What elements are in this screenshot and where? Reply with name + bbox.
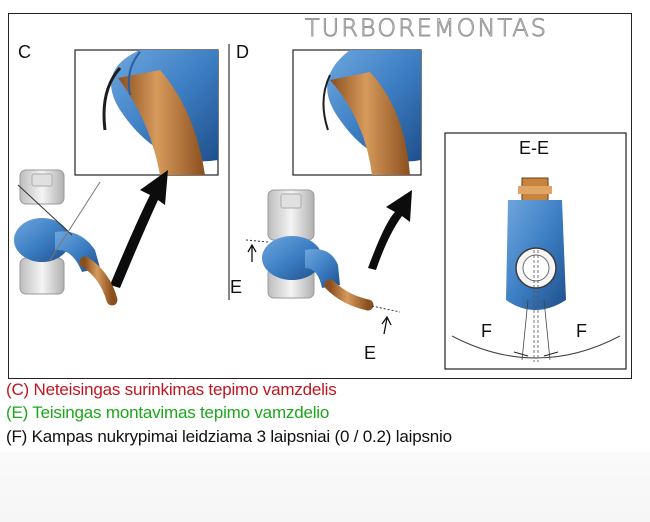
caption-correct-installation: (E) Teisingas montavimas tepimo vamzdeli… [6, 403, 330, 422]
panel-d-pointer-arrow [368, 190, 412, 270]
section-e-e-label: E-E [519, 138, 549, 158]
dimension-e-label-right: E [364, 343, 376, 363]
panel-c-banjo-fitting [14, 169, 118, 306]
caption-incorrect-assembly: (C) Neteisingas surinkimas tepimo vamzde… [6, 380, 337, 399]
panel-d-magnified-view [292, 49, 422, 176]
dimension-e-label-left: E [230, 277, 242, 297]
panel-c-label: C [18, 42, 31, 62]
panel-d-label: D [236, 42, 249, 62]
panel-c-magnified-view [74, 49, 219, 176]
angle-f-label-right: F [576, 321, 587, 341]
angle-f-label-left: F [481, 321, 492, 341]
faded-footer-area [0, 452, 650, 522]
brand-watermark: TURBOREMONTAS [305, 14, 548, 43]
panel-c-pointer-arrow [110, 170, 168, 288]
panel-d-banjo-fitting [245, 189, 401, 335]
caption-angle-tolerance: (F) Kampas nukrypimai leidziama 3 laipsn… [6, 427, 452, 446]
section-e-e-view [444, 132, 627, 370]
